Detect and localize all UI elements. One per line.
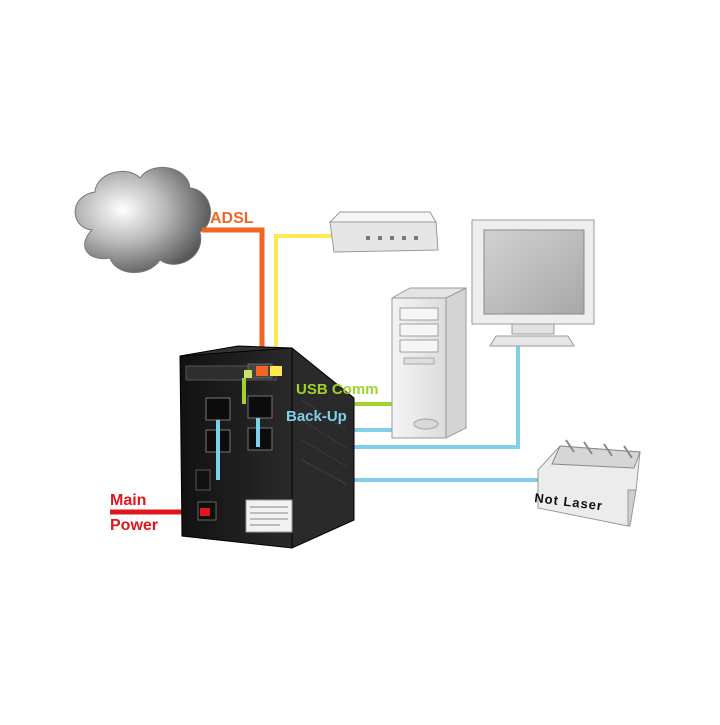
back-up-label: Back-Up [286,408,347,425]
cloud-icon [74,167,211,273]
computer-tower-icon [391,287,467,439]
phone-cable [274,234,334,372]
monitor-icon [471,219,595,347]
ups-icon [179,345,355,549]
adsl-label: ADSL [210,210,254,227]
main-power-label-power: Power [110,517,158,534]
adsl-cable [202,227,265,372]
modem-icon [328,211,439,253]
printer-icon [537,439,641,527]
main-power-label-main: Main [110,492,146,509]
usb-comm-label: USB Comm [296,381,379,398]
